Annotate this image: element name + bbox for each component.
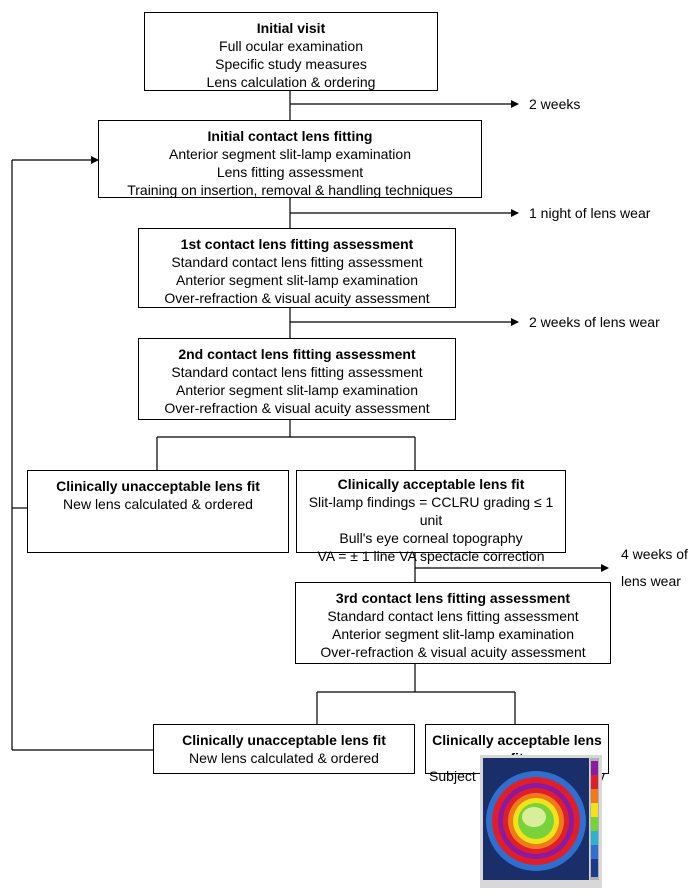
initial-visit-line: Lens calculation & ordering [206, 74, 376, 90]
third-assessment-line: Over-refraction & visual acuity assessme… [320, 644, 586, 660]
unacceptable-fit-box-2: Clinically unacceptable lens fit New len… [153, 724, 415, 774]
initial-fitting-title: Initial contact lens fitting [207, 128, 373, 144]
second-assessment-line: Standard contact lens fitting assessment [171, 364, 423, 380]
corneal-topography-map [480, 755, 602, 888]
initial-fitting-line: Anterior segment slit-lamp examination [169, 146, 411, 162]
unacceptable-fit-title: Clinically unacceptable lens fit [182, 732, 386, 748]
first-assessment-title: 1st contact lens fitting assessment [180, 236, 414, 252]
third-assessment-box: 3rd contact lens fitting assessment Stan… [295, 582, 611, 664]
third-assessment-line: Anterior segment slit-lamp examination [332, 626, 574, 642]
unacceptable-fit-box-1: Clinically unacceptable lens fit New len… [27, 470, 289, 553]
first-assessment-line: Over-refraction & visual acuity assessme… [164, 290, 430, 306]
initial-visit-line: Full ocular examination [219, 38, 363, 54]
initial-visit-box: Initial visit Full ocular examination Sp… [144, 12, 438, 91]
initial-fitting-line: Lens fitting assessment [216, 164, 364, 180]
acceptable-fit-title: Clinically acceptable lens fit [337, 476, 525, 492]
initial-visit-title: Initial visit [256, 20, 326, 36]
second-assessment-line: Anterior segment slit-lamp examination [176, 382, 418, 398]
interval-label: 1 night of lens wear [529, 205, 651, 221]
acceptable-fit-line: Slit-lamp findings = CCLRU grading ≤ 1 u… [308, 494, 554, 528]
acceptable-fit-line: VA = ± 1 line VA spectacle correction [317, 548, 545, 564]
acceptable-fit-line: Bull's eye corneal topography [339, 530, 523, 546]
first-assessment-line: Anterior segment slit-lamp examination [176, 272, 418, 288]
first-assessment-box: 1st contact lens fitting assessment Stan… [138, 228, 456, 308]
first-assessment-line: Standard contact lens fitting assessment [171, 254, 423, 270]
third-assessment-title: 3rd contact lens fitting assessment [335, 590, 571, 606]
second-assessment-line: Over-refraction & visual acuity assessme… [164, 400, 430, 416]
initial-fitting-line: Training on insertion, removal & handlin… [127, 182, 453, 198]
second-assessment-title: 2nd contact lens fitting assessment [178, 346, 416, 362]
third-assessment-line: Standard contact lens fitting assessment [327, 608, 579, 624]
initial-fitting-box: Initial contact lens fitting Anterior se… [98, 120, 482, 198]
unacceptable-fit-line: New lens calculated & ordered [189, 750, 379, 766]
unacceptable-fit-line: New lens calculated & ordered [63, 496, 253, 512]
initial-visit-line: Specific study measures [215, 56, 367, 72]
interval-label: 2 weeks of lens wear [529, 314, 660, 330]
second-assessment-box: 2nd contact lens fitting assessment Stan… [138, 338, 456, 420]
unacceptable-fit-title: Clinically unacceptable lens fit [56, 478, 260, 494]
acceptable-fit-box-1: Clinically acceptable lens fit Slit-lamp… [296, 470, 566, 564]
interval-label: 2 weeks [529, 96, 581, 112]
topography-rings [486, 771, 586, 871]
interval-label: 4 weeks of [621, 546, 688, 562]
interval-label: lens wear [621, 573, 681, 589]
